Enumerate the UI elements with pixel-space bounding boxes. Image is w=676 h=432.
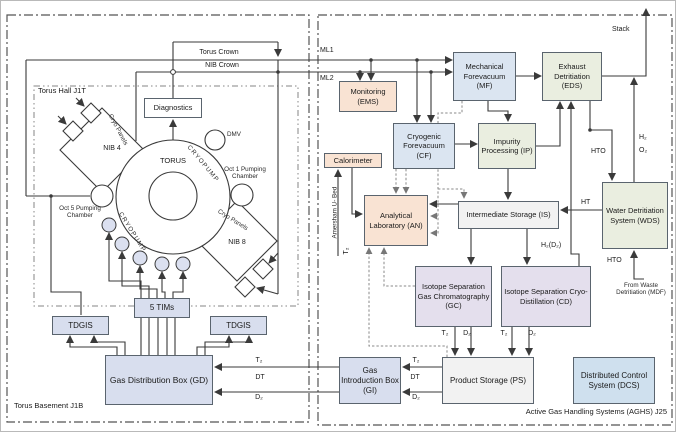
cd-h2d2-to-eds: [566, 100, 580, 266]
nib4-label: NIB 4: [103, 145, 121, 152]
oct5-pumping-label: Oct 5 Pumping Chamber: [59, 205, 101, 220]
box-gas-distribution: Gas Distribution Box (GD): [105, 355, 213, 405]
gi-gd-t2-label: T₂: [255, 357, 263, 364]
hto-eds-wds-label: HTO: [591, 148, 606, 155]
nib8-label: NIB 8: [228, 239, 246, 246]
tims-to-pump-3: [135, 264, 158, 298]
o2-label: O₂: [639, 147, 648, 154]
mdf-to-wds: [629, 249, 644, 280]
aghs-region-label: Active Gas Handling Systems (AGHS) J25: [525, 407, 667, 416]
box-monitoring-ems: Monitoring (EMS): [339, 81, 397, 112]
gd-to-tdgis-right-1: [196, 334, 234, 355]
tims-to-pump-5: [172, 270, 188, 298]
ml2-label: ML2: [320, 75, 334, 82]
h2-label: H₂: [639, 134, 647, 141]
sample-to-is: [438, 188, 468, 199]
ps-gi-d2-label: D₂: [412, 394, 420, 401]
gi-gd-d2-label: D₂: [255, 394, 263, 401]
nib4-stub-1: [80, 102, 102, 124]
hto-mdf-label: HTO: [607, 257, 622, 264]
aghs-border: [317, 14, 673, 426]
oct5-pumping-circle: [90, 184, 114, 208]
gi-gd-dt-label: DT: [255, 374, 265, 381]
box-analytical-laboratory: Analytical Laboratory (AN): [364, 195, 428, 246]
mf-to-an-sample: [430, 101, 463, 237]
ip-to-eds: [536, 100, 565, 147]
gc-to-an-sample: [380, 247, 415, 287]
stack-label: Stack: [612, 26, 630, 33]
amersham-ubed-label: Amersham U- Bed: [331, 186, 339, 239]
torus-hall-label: Torus Hall J1T: [38, 86, 86, 95]
box-tdgis-left: TDGIS: [52, 316, 109, 335]
box-calorimeter: Calorimeter: [324, 153, 382, 168]
box-distributed-control: Distributed Control System (DCS): [573, 357, 655, 404]
box-impurity-processing: Impurity Processing (IP): [478, 123, 536, 169]
tims-to-pump-4: [157, 270, 167, 298]
ps-to-an-sample: [365, 247, 448, 357]
calorimeter-to-an: [351, 168, 364, 219]
torus-basement-label: Torus Basement J1B: [14, 401, 84, 410]
box-tdgis-right: TDGIS: [210, 316, 267, 335]
tims-to-pump-2: [117, 250, 150, 298]
line-hop: [170, 69, 176, 75]
solid-lines: [25, 7, 651, 397]
box-product-storage: Product Storage (PS): [442, 357, 534, 404]
ps-gi-t2-label: T₂: [412, 357, 420, 364]
tim-pump-circles: [101, 217, 191, 272]
box-gas-introduction: Gas Introduction Box (GI): [339, 357, 401, 404]
ml1-label: ML1: [320, 47, 334, 54]
torus-crown-label: Torus Crown: [199, 49, 239, 56]
oct1-pumping-circle: [230, 183, 254, 207]
from-waste-detritiation-label: From Waste Detritiation (MDF): [616, 282, 666, 297]
gd-to-tdgis-left-1: [65, 334, 118, 355]
box-mechanical-forevacuum: Mechanical Forevacuum (MF): [453, 52, 516, 101]
h2d2-label: H₂(D₂): [541, 242, 562, 249]
ht-label: HT: [581, 199, 591, 206]
box-water-detritiation: Water Detritiation System (WDS): [602, 182, 668, 249]
nib8-stub-1: [252, 258, 274, 280]
oct1-pumping-label: Oct 1 Pumping Chamber: [224, 166, 266, 181]
torus-shapes: [59, 102, 278, 298]
gc-t2-label: T₂: [441, 330, 449, 337]
eds-to-stack: [602, 7, 651, 77]
gd-to-tdgis-right-2: [204, 334, 254, 355]
box-isotope-separation-gc: Isotope Separation Gas Chromatography (G…: [415, 266, 492, 327]
dmv-circle: [204, 129, 226, 151]
gd-to-tdgis-left-2: [89, 334, 126, 355]
nib4-stub-2: [62, 120, 84, 142]
nib-crown-label: NIB Crown: [205, 62, 239, 69]
amersham-t2-label: T₂: [342, 247, 350, 255]
mf-to-ip: [487, 101, 513, 123]
box-isotope-separation-cd: Isotope Separation Cryo-Distillation (CD…: [501, 266, 591, 327]
dmv-label: DMV: [227, 131, 241, 138]
gc-d2-label: D₂: [463, 330, 471, 337]
ps-gi-dt-label: DT: [410, 374, 420, 381]
box-5-tims: 5 TIMs: [134, 298, 190, 318]
cd-t2-label: T₂: [500, 330, 508, 337]
box-exhaust-detritiation: Exhaust Detritiation (EDS): [542, 52, 602, 101]
eds-hto-to-wds: [589, 101, 617, 182]
junction-dots: [49, 58, 592, 198]
cd-d2-label: D₂: [528, 330, 536, 337]
torus-inner-circle: [148, 171, 198, 221]
dashed-sampling-lines: [365, 101, 468, 357]
torus-label: TORUS: [159, 156, 187, 165]
nib8-stub-2: [234, 276, 256, 298]
box-cryogenic-forevacuum: Cryogenic Forevacuum (CF): [393, 123, 455, 169]
box-intermediate-storage: Intermediate Storage (IS): [458, 201, 559, 229]
torus-basement-border: [6, 14, 310, 423]
box-diagnostics: Diagnostics: [144, 98, 202, 118]
